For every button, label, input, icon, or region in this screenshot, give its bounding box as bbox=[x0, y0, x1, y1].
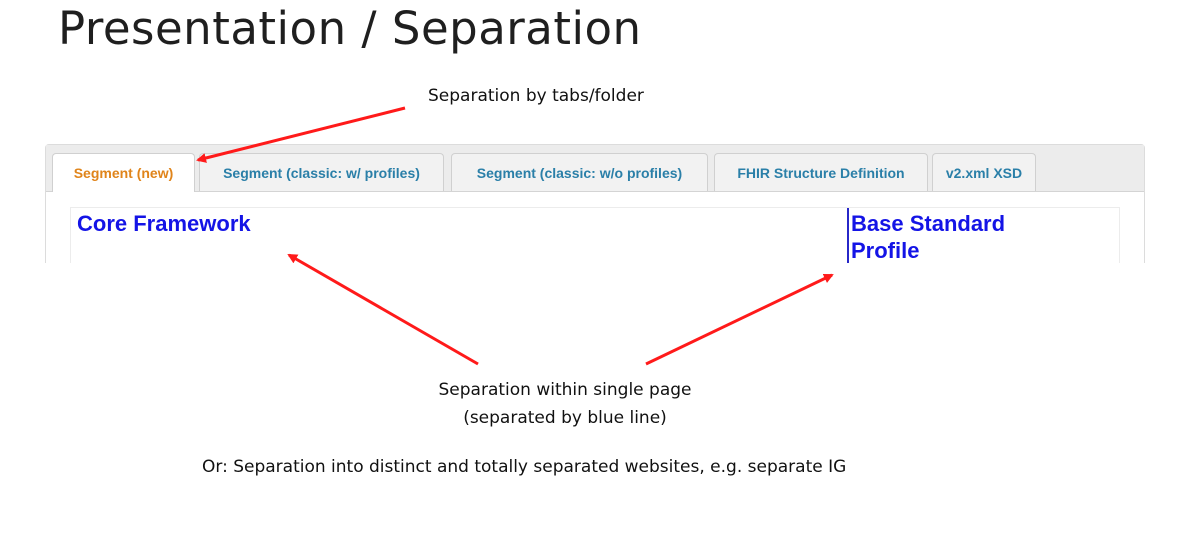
slide-title: Presentation / Separation bbox=[58, 2, 642, 55]
websites-annotation: Or: Separation into distinct and totally… bbox=[202, 457, 847, 477]
page-note-line-2: (separated by blue line) bbox=[463, 408, 667, 428]
tabs-annotation: Separation by tabs/folder bbox=[428, 86, 644, 106]
page-separation-annotation: Separation within single page (separated… bbox=[395, 376, 735, 432]
page-note-line-1: Separation within single page bbox=[438, 380, 692, 400]
tab-segment-classic-with-profiles[interactable]: Segment (classic: w/ profiles) bbox=[199, 153, 444, 191]
tab-segment-classic-without-profiles[interactable]: Segment (classic: w/o profiles) bbox=[451, 153, 708, 191]
tab-segment-new[interactable]: Segment (new) bbox=[52, 153, 195, 192]
arrow-to-core-framework bbox=[287, 253, 479, 366]
tab-content: Core Framework Base Standard Profile bbox=[70, 207, 1120, 263]
core-framework-heading: Core Framework bbox=[77, 211, 251, 236]
tab-bar: Segment (new) Segment (classic: w/ profi… bbox=[46, 145, 1144, 192]
tab-v2-xml-xsd[interactable]: v2.xml XSD bbox=[932, 153, 1036, 191]
tab-fhir-structure-definition[interactable]: FHIR Structure Definition bbox=[714, 153, 928, 191]
tabbed-panel: Segment (new) Segment (classic: w/ profi… bbox=[45, 144, 1145, 263]
arrow-to-base-standard-profile bbox=[645, 273, 834, 366]
base-standard-profile-heading: Base Standard Profile bbox=[851, 211, 1006, 263]
blue-divider-line bbox=[847, 208, 849, 263]
